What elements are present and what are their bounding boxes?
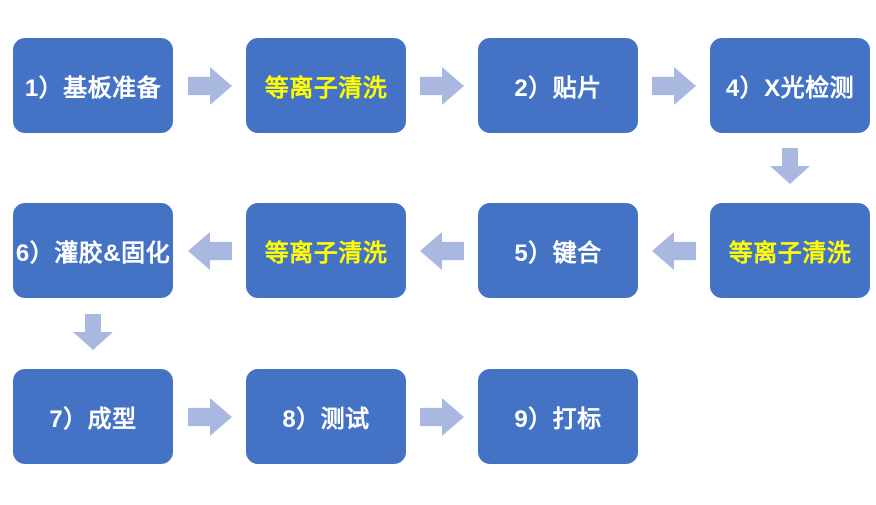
flow-node-step-4-xray-inspection: 4）X光检测 [710, 38, 870, 133]
arrow-left-icon [652, 232, 696, 270]
arrow-down-icon [73, 314, 113, 350]
flow-node-step-2-die-attach: 2）贴片 [478, 38, 638, 133]
flow-node-step-8-testing: 8）测试 [246, 369, 406, 464]
arrow-right-icon [188, 67, 232, 105]
arrow-right-icon [188, 398, 232, 436]
arrow-left-icon [188, 232, 232, 270]
flow-node-step-9-marking: 9）打标 [478, 369, 638, 464]
flow-node-plasma-clean-a: 等离子清洗 [246, 38, 406, 133]
flow-node-plasma-clean-b: 等离子清洗 [710, 203, 870, 298]
arrow-right-icon [420, 67, 464, 105]
flow-node-step-6-potting-curing: 6）灌胶&固化 [13, 203, 173, 298]
flow-node-step-7-molding: 7）成型 [13, 369, 173, 464]
arrow-right-icon [652, 67, 696, 105]
flow-node-step-5-bonding: 5）键合 [478, 203, 638, 298]
flow-node-step-1-substrate-prep: 1）基板准备 [13, 38, 173, 133]
arrow-right-icon [420, 398, 464, 436]
flow-node-plasma-clean-c: 等离子清洗 [246, 203, 406, 298]
arrow-left-icon [420, 232, 464, 270]
arrow-down-icon [770, 148, 810, 184]
